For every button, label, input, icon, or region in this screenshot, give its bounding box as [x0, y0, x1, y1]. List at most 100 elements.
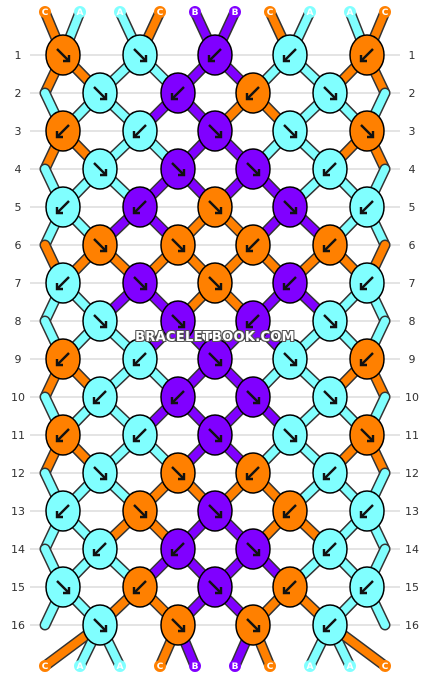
watermark-text: BRACELETBOOK.COM [135, 330, 295, 345]
knot [235, 300, 271, 342]
knot [312, 72, 348, 114]
knot [82, 224, 118, 266]
knot [235, 528, 271, 570]
row-number-left: 15 [11, 581, 25, 594]
knot-arrowhead-icon [207, 55, 215, 63]
knot-arrow-icon [246, 314, 260, 328]
strand-cap-top [74, 6, 86, 18]
knot [272, 338, 308, 380]
knot [122, 262, 158, 304]
knot-arrow-icon [93, 390, 107, 404]
knot [160, 224, 196, 266]
knot-arrow-icon [283, 124, 297, 138]
knot-arrow-icon [246, 390, 260, 404]
knot-arrowhead-icon [132, 435, 140, 443]
knot-arrow-icon [56, 428, 70, 442]
knot-arrowhead-icon [367, 435, 375, 443]
knot [82, 376, 118, 418]
knot-arrowhead-icon [359, 359, 367, 367]
knot-arrowhead-icon [178, 321, 186, 329]
row-number-left: 6 [15, 239, 22, 252]
knot-arrow-icon [360, 124, 374, 138]
knot-arrowhead-icon [290, 359, 298, 367]
knot-arrowhead-icon [253, 397, 261, 405]
strand-label-top: C [42, 8, 49, 18]
knot-arrowhead-icon [170, 549, 178, 557]
knot [272, 566, 308, 608]
strand-cap-top [304, 6, 316, 18]
knot-arrow-icon [246, 162, 260, 176]
knot-arrowhead-icon [55, 359, 63, 367]
knot-arrow-icon [360, 504, 374, 518]
knot-arrow-icon [283, 580, 297, 594]
row-number-right: 4 [409, 163, 416, 176]
knot-arrow-icon [171, 162, 185, 176]
knot-arrowhead-icon [282, 55, 290, 63]
knot-arrow-icon [133, 276, 147, 290]
knot [197, 110, 233, 152]
knot-arrow-icon [360, 200, 374, 214]
knot-arrow-icon [208, 48, 222, 62]
knot [312, 224, 348, 266]
strand-cap-bottom [39, 660, 51, 672]
knot [122, 338, 158, 380]
knot-arrow-icon [171, 618, 185, 632]
knot-arrow-icon [208, 352, 222, 366]
knot [160, 300, 196, 342]
strand-label-top: C [157, 8, 164, 18]
row-number-right: 6 [409, 239, 416, 252]
strand-label-bottom: C [157, 662, 164, 672]
knot-arrowhead-icon [359, 55, 367, 63]
strand-cap-bottom [154, 660, 166, 672]
knot-arrowhead-icon [92, 549, 100, 557]
knot [272, 34, 308, 76]
knot [82, 528, 118, 570]
knot [235, 72, 271, 114]
knot [349, 110, 385, 152]
knot-arrow-icon [133, 352, 147, 366]
knot-arrowhead-icon [322, 625, 330, 633]
knot [82, 452, 118, 494]
knot-arrowhead-icon [253, 625, 261, 633]
strand-cap-top [229, 6, 241, 18]
knot-arrowhead-icon [215, 511, 223, 519]
knot [312, 604, 348, 646]
knot [45, 110, 81, 152]
knot-arrowhead-icon [359, 587, 367, 595]
strand-cap-bottom [264, 660, 276, 672]
knot-arrow-icon [323, 162, 337, 176]
knot [272, 186, 308, 228]
row-number-left: 8 [15, 315, 22, 328]
row-number-right: 12 [405, 467, 419, 480]
knot-arrowhead-icon [330, 321, 338, 329]
knot [349, 414, 385, 456]
knot [122, 414, 158, 456]
knot-grid [45, 34, 385, 646]
strand-label-top: C [382, 8, 389, 18]
knot-arrowhead-icon [282, 283, 290, 291]
strand-label-top: C [267, 8, 274, 18]
knot-arrow-icon [323, 86, 337, 100]
knot [235, 452, 271, 494]
knot [45, 186, 81, 228]
row-number-right: 9 [409, 353, 416, 366]
knot-arrowhead-icon [359, 511, 367, 519]
knot-arrowhead-icon [215, 283, 223, 291]
knot-arrowhead-icon [100, 245, 108, 253]
knot [45, 490, 81, 532]
knot [272, 414, 308, 456]
knot-arrowhead-icon [330, 93, 338, 101]
knot [160, 452, 196, 494]
knot [272, 490, 308, 532]
row-number-left: 9 [15, 353, 22, 366]
row-number-left: 16 [11, 619, 25, 632]
strand-label-top: A [77, 8, 84, 18]
knot-arrowhead-icon [330, 397, 338, 405]
knot-arrow-icon [133, 124, 147, 138]
knot-arrow-icon [56, 124, 70, 138]
knot-arrowhead-icon [178, 625, 186, 633]
row-number-right: 3 [409, 125, 416, 138]
row-number-right: 5 [409, 201, 416, 214]
knot [312, 148, 348, 190]
row-number-right: 10 [405, 391, 419, 404]
